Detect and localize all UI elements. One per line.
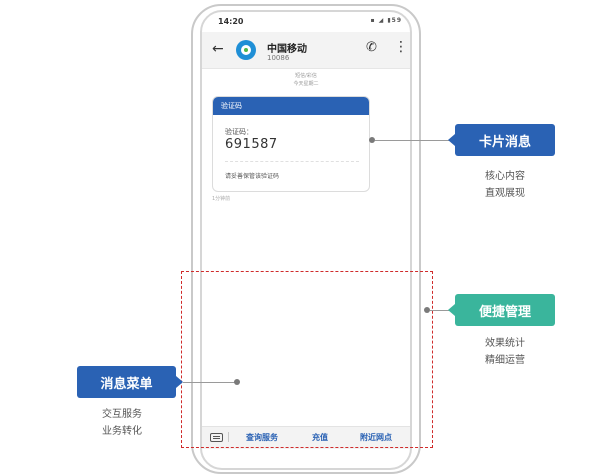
message-date-label: 今天星期二 [293,81,319,87]
card-pointer-dot [369,137,375,143]
callout-management-desc-2: 精细运营 [485,355,525,366]
menu-item-nearby-outlets[interactable]: 附近网点 [360,433,392,442]
verification-card[interactable]: 验证码 验证码： 691587 请妥善保管该验证码 [212,96,370,192]
card-footer-text: 请妥善保管该验证码 [225,173,280,180]
app-bar: ← 中国移动 10086 ✆ ⋮ [202,32,410,69]
callout-card-message: 卡片消息 [455,124,555,156]
callout-message-menu: 消息菜单 [77,366,176,398]
bottom-menu-bar: 查询服务 充值 附近网点 [202,426,410,449]
menu-highlight-region [181,271,433,448]
contact-name: 中国移动 [267,44,307,55]
management-callout-tail [448,304,455,316]
callout-card-desc-2: 直观展现 [485,188,525,199]
verification-code-label: 验证码： [225,128,253,136]
menu-pointer-dot [234,379,240,385]
menu-callout-tail [176,376,183,388]
verification-code-value: 691587 [225,137,278,152]
callout-convenient-management: 便捷管理 [455,294,555,326]
card-callout-tail [448,134,455,146]
card-header-title: 验证码 [213,97,369,115]
callout-menu-desc-1: 交互服务 [102,409,142,420]
card-pointer-line [375,140,450,141]
management-pointer-dot [424,307,430,313]
menu-item-query-service[interactable]: 查询服务 [246,433,278,442]
contact-number: 10086 [267,54,290,62]
more-vertical-icon[interactable]: ⋮ [394,39,408,55]
keyboard-icon[interactable] [210,433,223,442]
status-icons: ▪ ◢ ▮59 [370,17,402,24]
message-type-label: 短信/彩信 [295,73,317,79]
menu-item-recharge[interactable]: 充值 [312,433,328,442]
card-divider [225,161,359,162]
status-bar: 14:20 ▪ ◢ ▮59 [202,12,410,32]
menu-separator [228,432,229,442]
management-pointer-line [430,310,450,311]
china-mobile-logo-icon [236,40,256,60]
callout-card-desc-1: 核心内容 [485,171,525,182]
menu-pointer-line [183,382,235,383]
callout-menu-desc-2: 业务转化 [102,426,142,437]
back-arrow-icon[interactable]: ← [212,41,224,57]
phone-screen: 14:20 ▪ ◢ ▮59 ← 中国移动 10086 ✆ ⋮ 短信/彩信 今天星… [200,10,412,470]
phone-icon[interactable]: ✆ [366,40,377,55]
status-time: 14:20 [218,17,244,26]
message-time-ago: 1分钟前 [212,196,231,202]
callout-management-desc-1: 效果统计 [485,338,525,349]
